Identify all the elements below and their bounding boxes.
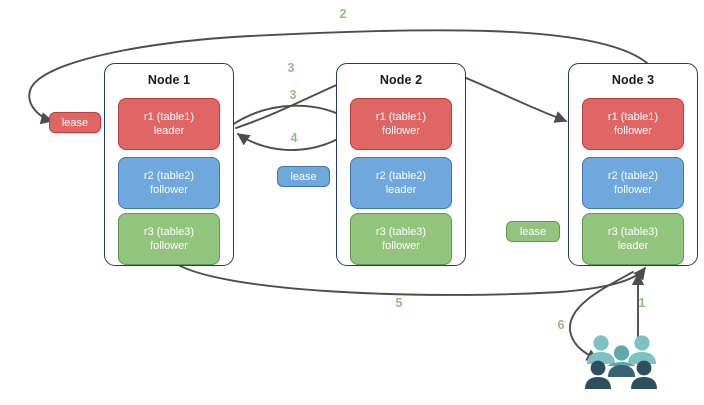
replica-node1-r3: r3 (table3) follower bbox=[118, 213, 220, 265]
replica-node2-r1: r1 (table1) follower bbox=[350, 98, 452, 150]
lease-label: lease bbox=[290, 170, 317, 183]
replica-role: follower bbox=[614, 125, 652, 137]
replica-name: r3 (table3) bbox=[607, 226, 659, 238]
edge-label-1: 1 bbox=[638, 296, 646, 310]
replica-node2-r2: r2 (table2) leader bbox=[350, 157, 452, 209]
replica-name: r2 (table2) bbox=[375, 170, 427, 182]
replica-role: leader bbox=[153, 125, 185, 137]
replica-role: leader bbox=[385, 184, 417, 196]
edge-5-node1-to-node3 bbox=[174, 262, 646, 296]
users-icon bbox=[583, 334, 663, 390]
replica-node2-r3: r3 (table3) follower bbox=[350, 213, 452, 265]
replica-role: follower bbox=[614, 184, 652, 196]
lease-badge-r2: lease bbox=[277, 166, 330, 187]
replica-node1-r2: r2 (table2) follower bbox=[118, 157, 220, 209]
edge-label-6: 6 bbox=[557, 318, 565, 332]
replica-role: follower bbox=[150, 184, 188, 196]
node-box-node3: Node 3 r1 (table1) follower r2 (table2) … bbox=[568, 63, 698, 266]
lease-badge-r3: lease bbox=[506, 221, 560, 242]
edge-label-3-upper: 3 bbox=[287, 61, 295, 75]
node-box-node1: Node 1 r1 (table1) leader r2 (table2) fo… bbox=[104, 63, 234, 266]
replica-name: r3 (table3) bbox=[143, 226, 195, 238]
edge-label-5: 5 bbox=[395, 296, 403, 310]
replica-name: r2 (table2) bbox=[143, 170, 195, 182]
edge-label-4: 4 bbox=[290, 131, 298, 145]
replica-node3-r2: r2 (table2) follower bbox=[582, 157, 684, 209]
replica-role: leader bbox=[617, 240, 649, 252]
node-title-node1: Node 1 bbox=[147, 73, 191, 87]
lease-label: lease bbox=[519, 225, 547, 238]
replica-name: r1 (table1) bbox=[143, 111, 195, 123]
replica-role: follower bbox=[150, 240, 188, 252]
replica-name: r1 (table1) bbox=[375, 111, 427, 123]
replica-name: r3 (table3) bbox=[375, 226, 427, 238]
replica-role: follower bbox=[382, 125, 420, 137]
edge-label-3-lower: 3 bbox=[289, 88, 297, 102]
node-title-node3: Node 3 bbox=[611, 73, 655, 87]
replica-node3-r3: r3 (table3) leader bbox=[582, 213, 684, 265]
lease-label: lease bbox=[61, 116, 89, 129]
replica-name: r2 (table2) bbox=[607, 170, 659, 182]
edge-label-2: 2 bbox=[339, 7, 347, 21]
replica-name: r1 (table1) bbox=[607, 111, 659, 123]
replica-node1-r1: r1 (table1) leader bbox=[118, 98, 220, 150]
replica-role: follower bbox=[382, 240, 420, 252]
replica-node3-r1: r1 (table1) follower bbox=[582, 98, 684, 150]
node-title-node2: Node 2 bbox=[379, 73, 423, 87]
node-box-node2: Node 2 r1 (table1) follower r2 (table2) … bbox=[336, 63, 466, 266]
edge-3-node1-to-node2 bbox=[231, 104, 354, 126]
lease-badge-r1: lease bbox=[49, 112, 101, 133]
